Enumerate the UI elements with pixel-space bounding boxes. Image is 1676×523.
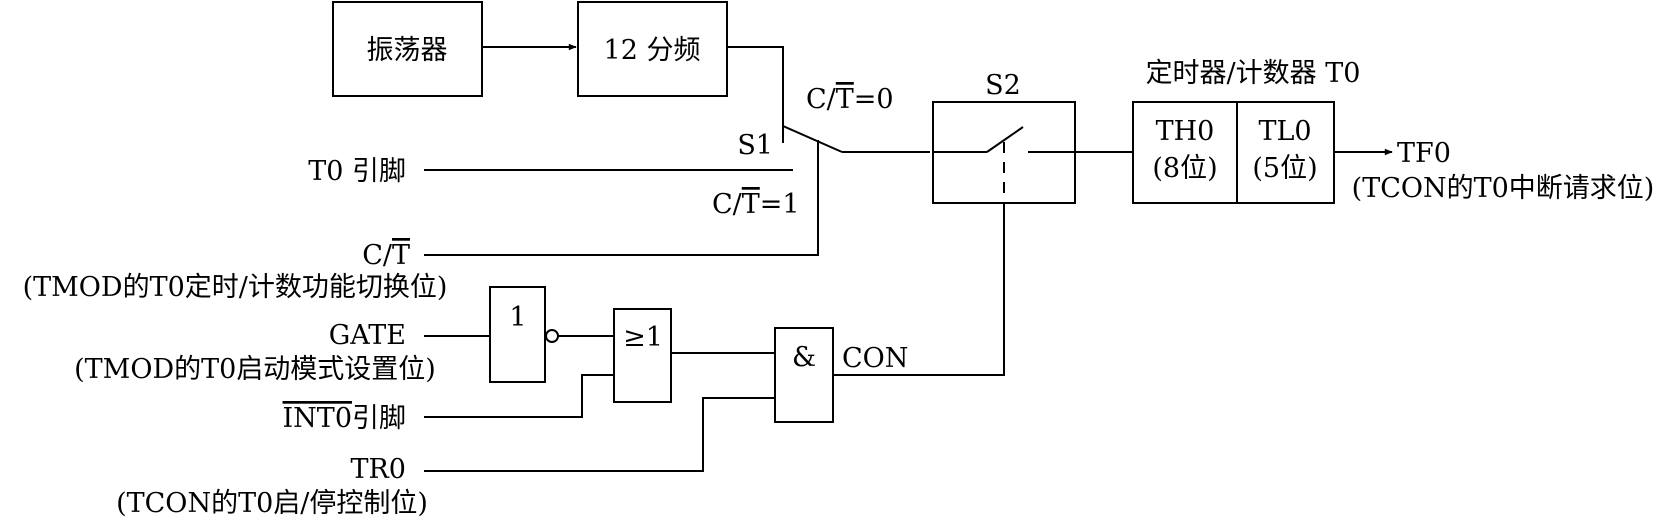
and-gate: &	[774, 327, 834, 423]
th0-label: TH0	[1156, 116, 1215, 147]
tl0-label: TL0	[1258, 116, 1311, 147]
oscillator-label: 振荡器	[367, 35, 448, 66]
not-gate-inversion-bubble	[545, 329, 559, 343]
tr0-input-label: TR0	[350, 454, 406, 485]
ct-control-wire	[424, 140, 819, 256]
gate-input-note: (TMOD的T0启动模式设置位)	[74, 354, 436, 385]
int0-pin-label: INT0引脚	[283, 403, 406, 434]
ct-input-note: (TMOD的T0定时/计数功能切换位)	[23, 272, 448, 303]
con-to-switch-s2-wire	[833, 203, 1005, 376]
divider-output-wire	[727, 46, 784, 143]
divider-label: 12 分频	[604, 35, 701, 66]
switch-s1-blade	[782, 125, 843, 153]
tf0-label: TF0	[1397, 138, 1451, 169]
oscillator-block: 振荡器	[332, 1, 483, 97]
not-gate-label: 1	[509, 302, 526, 333]
con-signal-label: CON	[842, 343, 908, 374]
th0-bits-label: (8位)	[1152, 153, 1217, 184]
timer-t0-title: 定时器/计数器 T0	[1146, 58, 1361, 89]
switch-s2-block: S2	[932, 70, 1076, 204]
tr0-input-wire	[424, 397, 775, 472]
or-gate-label: ≥1	[623, 322, 663, 353]
switch-s1-ct0-label: C/T=0	[806, 84, 894, 115]
t0-pin-label: T0 引脚	[308, 156, 406, 187]
ct-input-label: C/T	[362, 240, 410, 271]
tl0-bits-label: (5位)	[1252, 153, 1317, 184]
switch-s1-ct1-label: C/T=1	[712, 189, 800, 220]
gate-input-label: GATE	[329, 320, 406, 351]
switch-s1-label: S1	[737, 130, 773, 161]
tr0-input-note: (TCON的T0启/停控制位)	[116, 488, 428, 519]
tf0-note: (TCON的T0中断请求位)	[1352, 173, 1655, 204]
not-gate: 1	[489, 286, 559, 383]
switch-s2-blade	[986, 126, 1024, 153]
int0-input-wire	[424, 374, 614, 418]
timer-t0-block: TH0 (8位) TL0 (5位)	[1132, 101, 1335, 204]
switch-s2-label: S2	[985, 70, 1021, 101]
or-gate: ≥1	[613, 308, 672, 403]
divider-block: 12 分频	[577, 1, 728, 97]
and-gate-label: &	[792, 342, 816, 373]
